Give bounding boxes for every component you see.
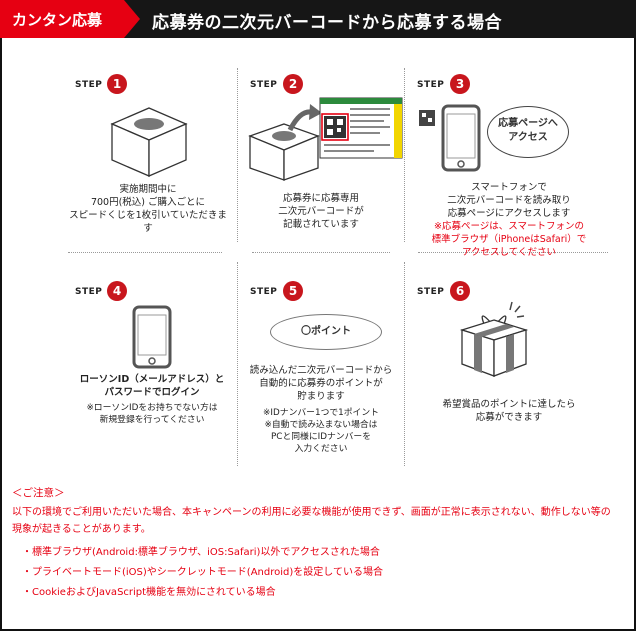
caution-item: ・CookieおよびJavaScript機能を無効にされている場合 [22, 587, 276, 598]
caution-intro: 以下の環境でご利用いただいた場合、本キャンペーンの利用に必要な機能が使用できず、… [12, 507, 611, 535]
header-tag: カンタン応募 [0, 0, 140, 38]
step-note: ※IDナンバー1つで1ポイント ※自動で読み込まない場合は PCと同様にIDナン… [263, 408, 379, 454]
smartphone-icon [132, 305, 172, 369]
lottery-box-with-ticket-icon [248, 97, 403, 181]
lottery-box-icon [110, 107, 188, 177]
gift-box-icon [459, 301, 529, 377]
step-number-badge: 1 [107, 74, 127, 94]
step-number-badge: 3 [450, 74, 470, 94]
step-label: STEP [75, 80, 103, 90]
grid-divider [404, 262, 405, 466]
step-label: STEP [417, 287, 445, 297]
step-description: 実施期間中に 700円(税込) ご購入ごとに スピードくじを1枚引いていただきま… [69, 184, 227, 234]
step-note: ※ローソンIDをお持ちでない方は 新規登録を行ってください [86, 403, 218, 425]
step-description: 読み込んだ二次元バーコードから 自動的に応募券のポイントが 貯まります [249, 365, 393, 402]
step-number-badge: 4 [107, 281, 127, 301]
step-number-badge: 2 [283, 74, 303, 94]
point-oval: 〇ポイント [270, 314, 382, 350]
step-label: STEP [250, 80, 278, 90]
step-label: STEP [250, 287, 278, 297]
header-bar: カンタン応募 応募券の二次元バーコードから応募する場合 [0, 0, 636, 38]
page-title: 応募券の二次元バーコードから応募する場合 [152, 13, 502, 33]
smartphone-scanning-icon [419, 104, 481, 172]
caution-item: ・標準ブラウザ(Android:標準ブラウザ、iOS:Safari)以外でアクセ… [22, 547, 380, 558]
step-label: STEP [75, 287, 103, 297]
header-tag-text: カンタン応募 [12, 11, 103, 29]
step-description: スマートフォンで 二次元バーコードを読み取り 応募ページにアクセスします [447, 182, 571, 219]
step-description: 応募券に応募専用 二次元バーコードが 記載されています [278, 193, 364, 230]
step-description: ローソンID（メールアドレス）と パスワードでログイン [79, 374, 225, 398]
caution-item: ・プライベートモード(iOS)やシークレットモード(Android)を設定してい… [22, 567, 383, 578]
grid-divider [404, 68, 405, 242]
grid-divider [418, 252, 608, 253]
step-warning: ※応募ページは、スマートフォンの 標準ブラウザ（iPhoneはSafari）で … [431, 221, 587, 258]
step-number-badge: 6 [450, 281, 470, 301]
access-page-bubble: 応募ページへ アクセス [487, 106, 569, 158]
caution-title: ＜ご注意＞ [12, 487, 65, 499]
step-number-badge: 5 [283, 281, 303, 301]
grid-divider [237, 68, 238, 242]
grid-divider [68, 252, 222, 253]
grid-divider [252, 252, 390, 253]
step-label: STEP [417, 80, 445, 90]
caution-notes: ＜ご注意＞ 以下の環境でご利用いただいた場合、本キャンペーンの利用に必要な機能が… [12, 485, 612, 604]
grid-divider [237, 262, 238, 466]
step-description: 希望賞品のポイントに達したら 応募ができます [442, 399, 576, 423]
